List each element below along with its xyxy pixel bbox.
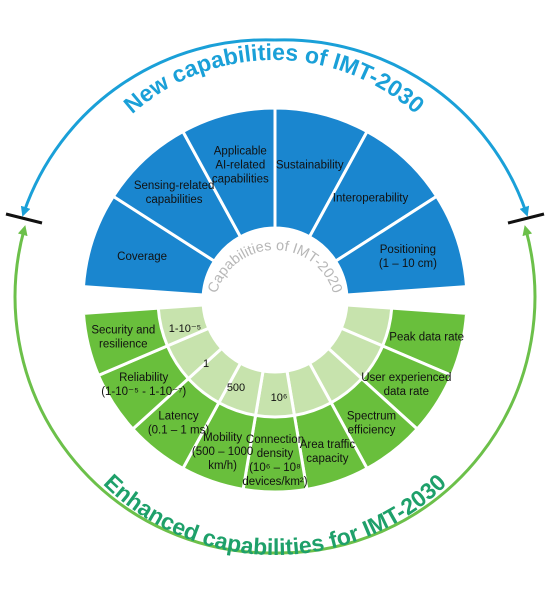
enhanced-capability-spectrum-line-2: efficiency [348,425,396,437]
new-capability-positioning-line-1: Positioning [380,244,436,256]
enhanced-capability-user-experienced-line-2: data rate [384,386,429,398]
enhanced-capability-connection-line-1: Connection [246,434,304,446]
new-capabilities-arc-right [274,38,530,217]
new-capability-applicable-line-2: AI-related [215,159,265,171]
new-capabilities-title: New capabilities of IMT-2030 [119,39,430,118]
enhanced-capability-connection-line-2: density [257,448,294,460]
enhanced-capability-user-experienced-line-1: User experienced [361,372,451,384]
new-capability-sensing-related-line-2: capabilities [146,194,203,206]
imt2020-latency-value: 1 [203,358,209,370]
enhanced-capability-connection-line-3: (10⁶ – 10⁸ [249,462,301,474]
new-capability-coverage-line-1: Coverage [117,251,167,263]
divider-tick-left [5,212,43,225]
new-capabilities-arc-left [20,38,276,217]
enhanced-capability-mobility-line-2: (500 – 1000 [192,446,253,458]
divider-tick-right [507,212,545,225]
new-capability-applicable-line-3: capabilities [212,173,269,185]
enhanced-capability-reliability-line-2: (1-10⁻⁵ - 1-10⁻⁷) [101,386,186,398]
enhanced-capability-security-and-line-1: Security and [91,325,155,337]
enhanced-capability-reliability-line-1: Reliability [119,372,168,384]
segment-labels: CoverageSensing-relatedcapabilitiesAppli… [91,145,464,488]
enhanced-capability-latency-line-2: (0.1 – 1 ms) [148,425,210,437]
imt2020-mobility-value: 500 [227,382,245,394]
imt2020-reliability-value: 1-10⁻⁵ [169,323,201,335]
new-capability-sensing-related-line-1: Sensing-related [134,180,215,192]
enhanced-capability-area-traffic-line-1: Area traffic [300,439,356,451]
new-capability-interoperability-line-1: Interoperability [333,193,409,205]
center-disc [203,228,347,372]
enhanced-capability-latency-line-1: Latency [158,411,199,423]
enhanced-capability-security-and-line-2: resilience [99,339,148,351]
new-capabilities-segments [81,106,469,297]
enhanced-capability-spectrum-line-1: Spectrum [347,411,396,423]
enhanced-capability-mobility-line-1: Mobility [203,432,242,444]
new-capability-positioning-line-2: (1 – 10 cm) [379,258,437,270]
imt2020-connection-density-value: 10⁶ [271,392,288,404]
new-capability-applicable-line-1: Applicable [214,145,267,157]
enhanced-capability-peak-data-rate-line-1: Peak data rate [389,332,464,344]
enhanced-capabilities-arc-right [274,225,537,555]
enhanced-capability-mobility-line-3: km/h) [208,460,237,472]
enhanced-capability-connection-line-4: devices/km²) [242,476,307,488]
new-capability-sustainability-line-1: Sustainability [276,159,344,171]
enhanced-capabilities-arc-left [13,225,276,555]
new-capabilities-title-text: New capabilities of IMT-2030 [119,39,430,118]
enhanced-capability-area-traffic-line-2: capacity [306,453,348,465]
imt-2020-ring [156,303,394,419]
